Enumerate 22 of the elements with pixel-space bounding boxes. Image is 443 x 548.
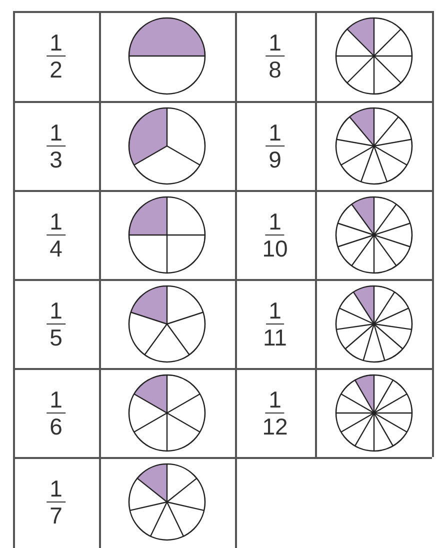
numerator: 1 (266, 387, 284, 413)
numerator: 1 (46, 209, 66, 235)
denominator: 6 (50, 413, 62, 438)
denominator: 7 (50, 502, 62, 528)
denominator: 8 (268, 56, 282, 82)
numerator: 1 (266, 120, 284, 146)
denominator: 3 (50, 146, 62, 171)
numerator: 1 (46, 120, 66, 146)
numerator: 1 (46, 298, 66, 324)
numerator: 1 (46, 30, 66, 56)
denominator: 9 (268, 146, 282, 171)
numerator: 1 (266, 298, 284, 324)
numerator: 1 (46, 476, 66, 502)
numerator: 1 (46, 387, 66, 413)
denominator: 4 (50, 235, 62, 260)
denominator: 5 (50, 324, 62, 349)
denominator: 12 (262, 413, 288, 438)
denominator: 2 (50, 56, 62, 82)
numerator: 1 (266, 30, 284, 56)
numerator: 1 (266, 209, 284, 235)
denominator: 11 (263, 324, 287, 349)
denominator: 10 (262, 235, 288, 260)
